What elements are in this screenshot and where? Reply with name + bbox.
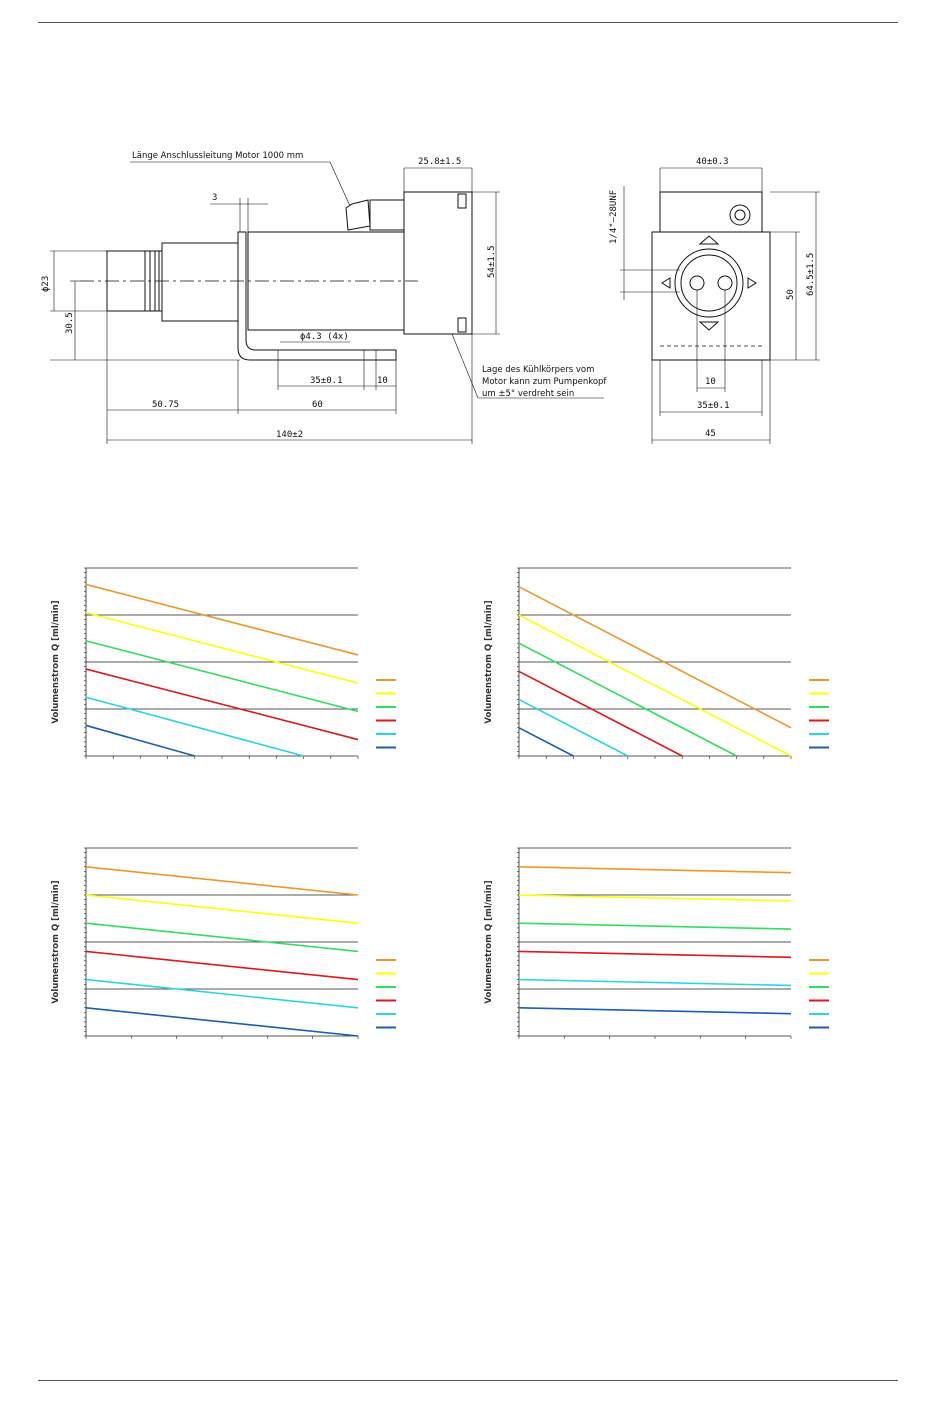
dim-50: 50	[786, 289, 796, 300]
heatsink-note-line-2: Motor kann zum Pumpenkopf	[482, 377, 607, 387]
side-view	[50, 161, 604, 444]
series-line-green	[518, 642, 737, 757]
heatsink-note-line-3: um ±5° verdreht sein	[482, 389, 574, 399]
series-line-yellow	[85, 894, 359, 924]
series-line-cyan	[85, 978, 359, 1009]
front-plate-outline	[651, 231, 771, 361]
dim-3: 3	[212, 193, 217, 203]
series-line-green	[85, 640, 359, 713]
series-line-yellow	[518, 614, 792, 757]
series-line-yellow	[518, 894, 792, 902]
technical-drawing: Länge Anschlussleitung Motor 1000 mm Lag…	[41, 151, 820, 444]
series-line-green	[85, 922, 359, 953]
dim-35: 35±0.1	[310, 376, 343, 386]
top-rule	[38, 22, 898, 23]
dim-thread: 1/4"–28UNF	[609, 190, 619, 244]
chart-bottom-right: Volumenstrom Q [ml/min]	[484, 847, 829, 1039]
chart-top-right: Volumenstrom Q [ml/min]	[484, 567, 829, 759]
series-line-cyan	[85, 696, 304, 757]
dim-140: 140±2	[276, 430, 303, 440]
dim-54: 54±1.5	[487, 245, 497, 278]
series-line-blue	[85, 1007, 359, 1037]
series-line-cyan	[518, 978, 792, 987]
dim-64-5: 64.5±1.5	[806, 253, 816, 296]
chart-top-left: Volumenstrom Q [ml/min]	[51, 567, 396, 759]
series-line-orange	[518, 586, 792, 729]
dim-40: 40±0.3	[696, 157, 729, 167]
dim-50-75: 50.75	[152, 400, 179, 410]
dim-hole: ϕ4.3 (4x)	[300, 332, 349, 342]
chart-bottom-left: Volumenstrom Q [ml/min]	[51, 847, 396, 1039]
series-line-red	[85, 668, 359, 741]
chart-ylabel: Volumenstrom Q [ml/min]	[51, 600, 61, 723]
pump-port-circle	[674, 248, 744, 318]
dim-30-5: 30.5	[65, 312, 75, 334]
front-view	[620, 167, 820, 444]
dim-45: 45	[705, 429, 716, 439]
cable-note: Länge Anschlussleitung Motor 1000 mm	[132, 151, 303, 161]
series-line-blue	[518, 1007, 792, 1015]
series-line-blue	[85, 724, 196, 757]
series-line-red	[85, 950, 359, 981]
chart-ylabel: Volumenstrom Q [ml/min]	[51, 880, 61, 1003]
chart-ylabel: Volumenstrom Q [ml/min]	[484, 880, 494, 1003]
dim-60: 60	[312, 400, 323, 410]
series-line-orange	[85, 866, 359, 896]
dim-10-side: 10	[377, 376, 388, 386]
dim-35-front: 35±0.1	[697, 401, 730, 411]
series-line-yellow	[85, 611, 359, 684]
series-line-red	[518, 670, 683, 757]
series-line-orange	[518, 866, 792, 874]
chart-ylabel: Volumenstrom Q [ml/min]	[484, 600, 494, 723]
heatsink-note-line-1: Lage des Kühlkörpers vom	[482, 365, 594, 375]
bottom-rule	[38, 1380, 898, 1381]
dim-phi23: ϕ23	[41, 276, 51, 292]
series-line-red	[518, 950, 792, 959]
motor-top-outline	[659, 191, 763, 233]
dim-25-8: 25.8±1.5	[418, 157, 461, 167]
series-line-green	[518, 922, 792, 930]
pump-body-outline	[161, 242, 239, 322]
series-line-orange	[85, 583, 359, 656]
bracket-outline	[237, 231, 397, 361]
series-line-cyan	[518, 698, 629, 757]
series-line-blue	[518, 727, 574, 757]
heatsink-outline	[403, 191, 473, 335]
dim-10-front: 10	[705, 377, 716, 387]
